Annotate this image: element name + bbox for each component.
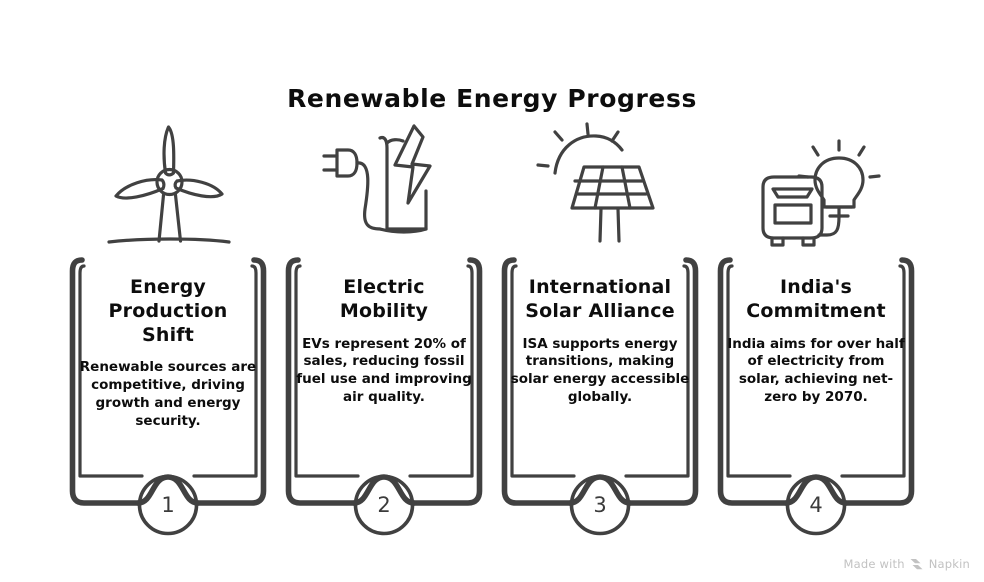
- card-heading-1: Energy Production Shift: [108, 276, 228, 346]
- card-number-3: 3: [593, 493, 607, 517]
- icon-slot-2: [276, 112, 492, 252]
- page-title: Renewable Energy Progress: [287, 84, 697, 113]
- card-heading-3: International Solar Alliance: [525, 276, 675, 322]
- watermark-prefix: Made with: [843, 557, 905, 571]
- card-content-2: Electric Mobility EVs represent 20% of s…: [294, 276, 474, 407]
- icon-slot-4: [708, 112, 924, 252]
- card-content-3: International Solar Alliance ISA support…: [510, 276, 690, 407]
- card-heading-4: India's Commitment: [746, 276, 886, 322]
- card-content-1: Energy Production Shift Renewable source…: [78, 276, 258, 431]
- generator-bulb-icon: [747, 117, 885, 247]
- napkin-chevron-icon: [910, 558, 924, 570]
- card-text-1: Renewable sources are competitive, drivi…: [79, 359, 257, 430]
- card-1[interactable]: Energy Production Shift Renewable source…: [60, 248, 276, 538]
- card-text-3: ISA supports energy transitions, making …: [510, 335, 690, 406]
- icon-slot-1: [60, 112, 276, 252]
- card-content-4: India's Commitment India aims for over h…: [726, 276, 906, 407]
- solar-panel-icon: [534, 115, 666, 249]
- icon-slot-3: [492, 112, 708, 252]
- napkin-watermark[interactable]: Made with Napkin: [844, 557, 971, 571]
- card-text-4: India aims for over half of electricity …: [727, 335, 905, 406]
- watermark-brand: Napkin: [928, 557, 970, 571]
- card-3[interactable]: International Solar Alliance ISA support…: [492, 248, 708, 538]
- card-number-2: 2: [377, 493, 391, 517]
- card-text-2: EVs represent 20% of sales, reducing fos…: [296, 335, 472, 406]
- card-number-4: 4: [809, 493, 823, 517]
- ev-charger-icon: [318, 117, 450, 247]
- card-2[interactable]: Electric Mobility EVs represent 20% of s…: [276, 248, 492, 538]
- card-4[interactable]: India's Commitment India aims for over h…: [708, 248, 924, 538]
- cards-layer: Energy Production Shift Renewable source…: [0, 248, 984, 538]
- card-heading-2: Electric Mobility: [339, 276, 429, 322]
- wind-turbine-icon: [103, 116, 233, 248]
- icon-row: [0, 112, 984, 252]
- card-number-1: 1: [161, 493, 175, 517]
